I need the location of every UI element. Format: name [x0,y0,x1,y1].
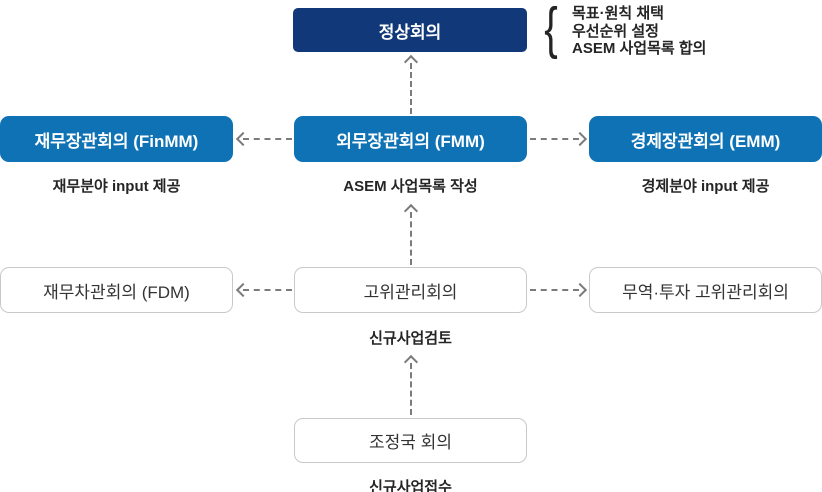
node-fmm-label: 외무장관회의 (FMM) [336,131,485,151]
caption-fmm: ASEM 사업목록 작성 [343,178,478,195]
node-coordinator: 조정국 회의 [294,418,527,463]
node-som: 고위관리회의 [294,267,527,313]
summit-note-line: ASEM 사업목록 합의 [572,40,707,57]
caption-coordinator: 신규사업접수 [369,479,452,492]
node-coordinator-label: 조정국 회의 [369,433,452,452]
dashed-line [410,212,412,265]
arrowhead-up-icon [403,203,419,219]
node-finmm-label: 재무장관회의 (FinMM) [34,131,199,151]
arrowhead-up-icon [403,54,419,70]
arrowhead-left-icon [235,131,251,147]
node-fdm-label: 재무차관회의 (FDM) [43,282,190,302]
dashed-line [410,363,412,415]
node-trade-som: 무역·투자 고위관리회의 [589,267,822,313]
arrowhead-up-icon [403,354,419,370]
arrowhead-right-icon [572,131,588,147]
caption-emm: 경제분야 input 제공 [641,178,770,195]
dashed-line [530,138,579,140]
arrowhead-left-icon [235,282,251,298]
dashed-line [410,63,412,114]
summit-notes: 목표·원칙 채택 우선순위 설정 ASEM 사업목록 합의 [572,5,706,58]
summit-note-line: 우선순위 설정 [572,22,659,40]
caption-som: 신규사업검토 [369,330,452,347]
node-summit: 정상회의 [293,8,527,52]
node-summit-label: 정상회의 [378,22,442,42]
dashed-line [243,289,292,291]
node-finmm: 재무장관회의 (FinMM) [0,116,233,162]
node-emm-label: 경제장관회의 (EMM) [630,131,781,151]
node-som-label: 고위관리회의 [363,282,458,302]
summit-note-line: 목표·원칙 채택 [572,5,664,22]
dashed-line [530,289,579,291]
arrowhead-right-icon [572,282,588,298]
node-fmm: 외무장관회의 (FMM) [294,116,527,162]
node-fdm: 재무차관회의 (FDM) [0,267,233,313]
caption-finmm: 재무분야 input 제공 [52,178,181,195]
brace-icon: { [544,0,558,60]
node-emm: 경제장관회의 (EMM) [589,116,822,162]
node-trade-som-label: 무역·투자 고위관리회의 [622,282,789,302]
dashed-line [243,138,292,140]
